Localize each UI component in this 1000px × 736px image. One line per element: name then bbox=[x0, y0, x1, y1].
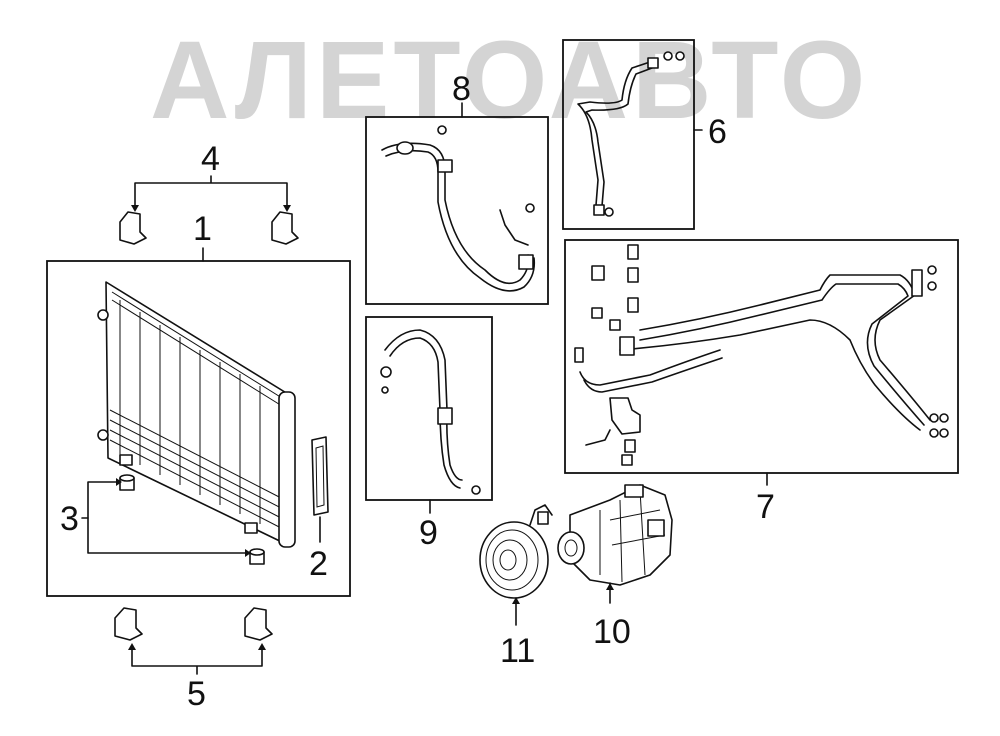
receiver-filter bbox=[311, 436, 329, 516]
callout-5: 5 bbox=[187, 675, 206, 713]
lower-bracket-left bbox=[114, 607, 143, 641]
upper-bracket-right bbox=[271, 211, 299, 245]
discharge-hose-box bbox=[365, 316, 493, 501]
callout-10: 10 bbox=[593, 613, 631, 651]
lower-bracket-right bbox=[244, 607, 273, 641]
clutch-pulley bbox=[479, 521, 549, 599]
suction-hose-box bbox=[365, 116, 549, 305]
tube-assembly-group bbox=[564, 239, 959, 486]
receiver-tank bbox=[278, 391, 296, 548]
callout-6: 6 bbox=[708, 113, 727, 151]
callout-1: 1 bbox=[193, 210, 212, 248]
callout-7: 7 bbox=[756, 488, 775, 526]
callout-3: 3 bbox=[60, 500, 79, 538]
condenser-core bbox=[105, 281, 289, 546]
callout-2: 2 bbox=[309, 545, 328, 583]
upper-bracket-group bbox=[119, 175, 299, 245]
compressor-group bbox=[557, 484, 673, 604]
liquid-tube-group bbox=[562, 39, 703, 230]
tube-assembly-box bbox=[564, 239, 959, 474]
magnetic-clutch-group bbox=[479, 504, 553, 626]
callout-11: 11 bbox=[500, 632, 535, 670]
condenser-box bbox=[46, 260, 351, 597]
suction-hose-group bbox=[365, 102, 549, 305]
svg-text:АЛЕТОАВТО: АЛЕТОАВТО bbox=[150, 19, 869, 142]
discharge-hose-group bbox=[365, 316, 493, 514]
callout-9: 9 bbox=[419, 514, 438, 552]
callout-4: 4 bbox=[201, 140, 220, 178]
upper-bracket-left bbox=[119, 211, 147, 245]
plug-group bbox=[81, 474, 265, 565]
receiver-filter-group bbox=[311, 436, 329, 543]
callout-8: 8 bbox=[452, 70, 471, 108]
watermark-logo: АЛЕТОАВТО bbox=[150, 19, 869, 142]
liquid-tube-box bbox=[562, 39, 695, 230]
lower-bracket-group bbox=[114, 607, 273, 675]
condenser-group bbox=[46, 260, 351, 597]
